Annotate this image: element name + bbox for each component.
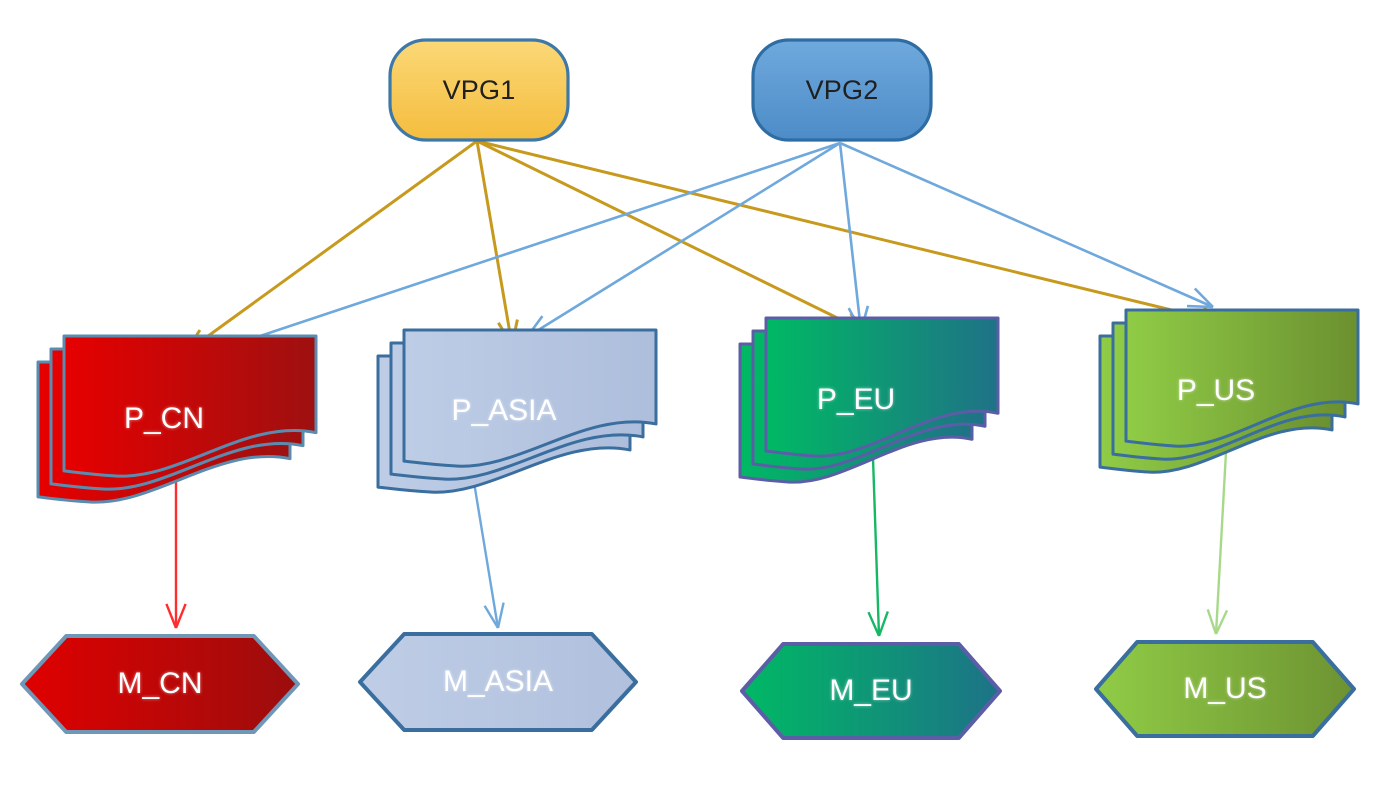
node-p-us[interactable]: P_US: [1098, 308, 1360, 474]
p_us-sheet-1: [1124, 308, 1360, 448]
node-vpg2[interactable]: VPG2: [751, 38, 933, 142]
p_us-stack-shape: [1098, 308, 1360, 474]
p_eu-stack-shape: [738, 316, 1000, 484]
m_eu-hex-shape: [740, 642, 1002, 740]
p_cn-sheet-1: [62, 334, 318, 478]
edge-vpg1-p_eu: [476, 139, 870, 335]
edge-vpg2-p_us: [839, 141, 1214, 309]
p_asia-sheet-1: [402, 328, 658, 468]
m_asia-hex-shape: [358, 632, 638, 732]
node-m-cn[interactable]: M_CN: [20, 634, 300, 734]
p_asia-stack-shape: [376, 328, 658, 494]
p_cn-stack-shape: [36, 334, 318, 504]
edge-p_us-m_us: [1206, 451, 1229, 635]
edge-p_eu-m_eu: [867, 457, 889, 637]
node-p-eu[interactable]: P_EU: [738, 316, 1000, 484]
node-p-cn[interactable]: P_CN: [36, 334, 318, 504]
node-vpg1[interactable]: VPG1: [388, 38, 570, 142]
edge-vpg1-p_asia: [475, 140, 519, 346]
vpg2-shape: [751, 38, 933, 142]
vpg1-shape: [388, 38, 570, 142]
node-p-asia[interactable]: P_ASIA: [376, 328, 658, 494]
node-m-asia[interactable]: M_ASIA: [358, 632, 638, 732]
p_eu-sheet-1: [764, 316, 1000, 458]
m_cn-hex-shape: [20, 634, 300, 734]
edge-vpg2-p_asia: [525, 141, 841, 339]
m_us-hex-shape: [1094, 640, 1356, 738]
edge-vpg1-p_cn: [184, 139, 478, 354]
node-m-us[interactable]: M_US: [1094, 640, 1356, 738]
edge-vpg1-p_us: [476, 139, 1226, 329]
node-m-eu[interactable]: M_EU: [740, 642, 1002, 740]
edge-vpg2-p_eu: [838, 142, 870, 332]
